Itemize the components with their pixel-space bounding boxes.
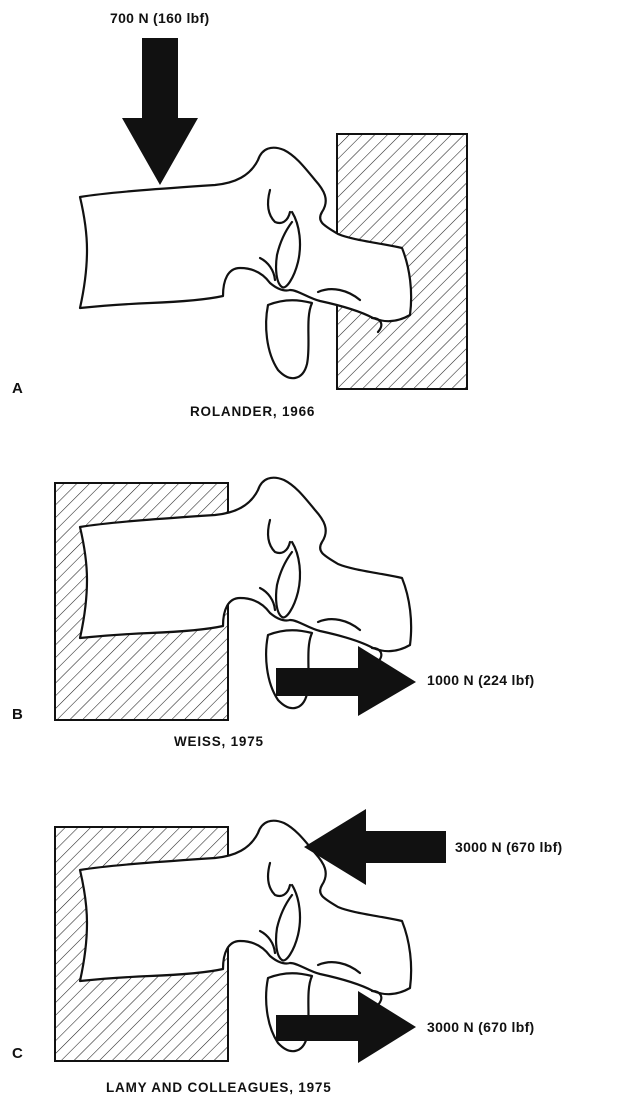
panel-b: 1000 N (224 lbf) B WEISS, 1975 bbox=[0, 420, 619, 765]
lamy-diagram bbox=[0, 765, 619, 1099]
panel-caption: LAMY AND COLLEAGUES, 1975 bbox=[106, 1080, 332, 1095]
rolander-diagram bbox=[0, 0, 619, 420]
panel-caption: ROLANDER, 1966 bbox=[190, 404, 315, 419]
weiss-diagram bbox=[0, 420, 619, 765]
axial-load-arrow bbox=[122, 38, 198, 185]
panel-caption: WEISS, 1975 bbox=[174, 734, 264, 749]
panel-letter: A bbox=[12, 380, 23, 397]
force-label-pull: 1000 N (224 lbf) bbox=[427, 672, 535, 688]
force-label-pull: 3000 N (670 lbf) bbox=[427, 1019, 535, 1035]
panel-letter: C bbox=[12, 1045, 23, 1062]
panel-c: 3000 N (670 lbf) 3000 N (670 lbf) C LAMY… bbox=[0, 765, 619, 1099]
force-label-push: 3000 N (670 lbf) bbox=[455, 839, 563, 855]
panel-a: 700 N (160 lbf) A ROLANDER, 1966 bbox=[0, 0, 619, 420]
panel-letter: B bbox=[12, 706, 23, 723]
